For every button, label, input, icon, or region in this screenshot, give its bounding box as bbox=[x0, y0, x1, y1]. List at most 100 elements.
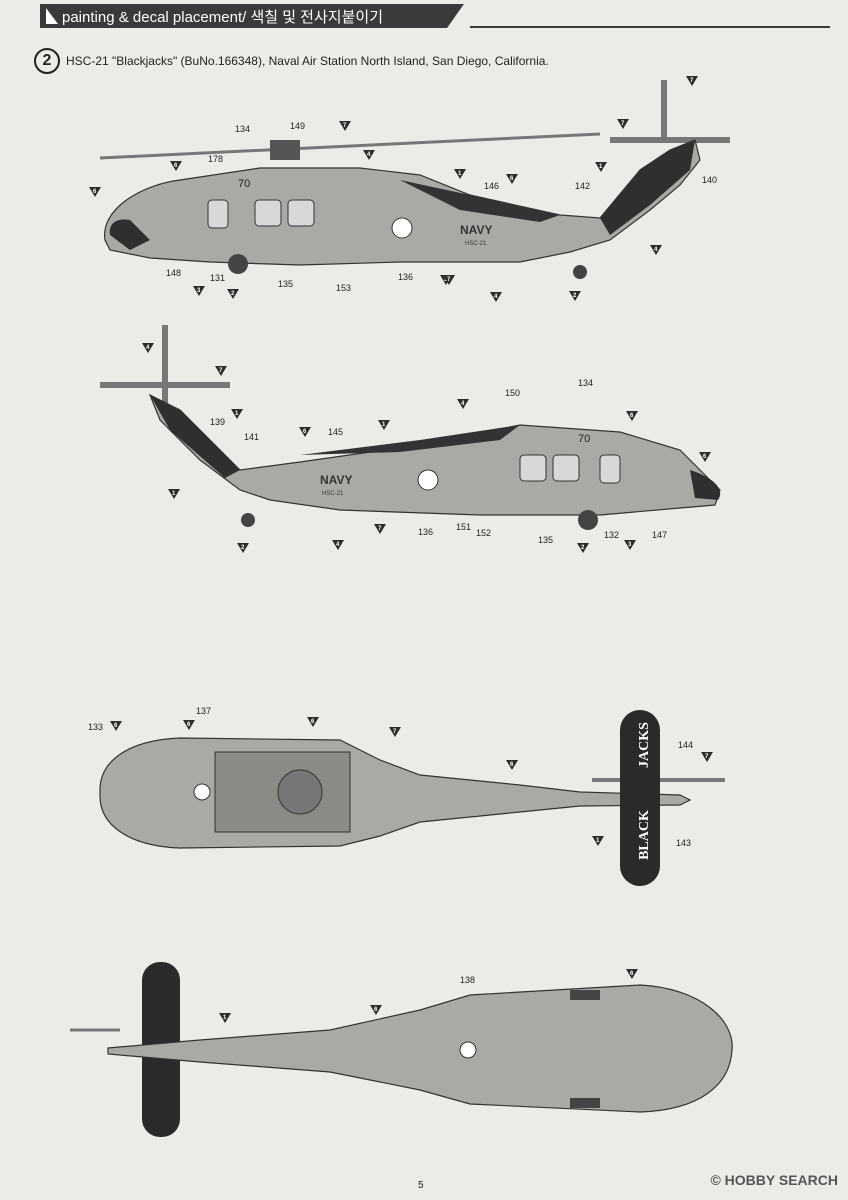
paint-marker: 1 bbox=[219, 1013, 231, 1023]
svg-text:7: 7 bbox=[343, 123, 347, 129]
national-insignia bbox=[417, 469, 439, 491]
svg-text:7: 7 bbox=[705, 754, 709, 760]
main-rotor-blade bbox=[99, 132, 601, 160]
paint-marker: 6 bbox=[307, 717, 319, 727]
paint-marker: 7 bbox=[701, 752, 713, 762]
national-insignia bbox=[391, 217, 413, 239]
decal-number: 142 bbox=[575, 181, 590, 191]
rotor-hub-top bbox=[277, 769, 323, 815]
paint-marker: 6 bbox=[89, 187, 101, 197]
navy-text: NAVY bbox=[460, 223, 492, 237]
svg-text:2: 2 bbox=[581, 545, 585, 551]
modex-text: 70 bbox=[238, 178, 250, 190]
right-profile-view: NAVY HSC-21 70 150 134 139 141 145 136 1… bbox=[100, 325, 721, 553]
svg-text:1: 1 bbox=[223, 1015, 227, 1021]
paint-marker: 7 bbox=[617, 119, 629, 129]
svg-text:1: 1 bbox=[599, 164, 603, 170]
paint-marker: 6 bbox=[299, 427, 311, 437]
paint-marker: 2 bbox=[237, 543, 249, 553]
svg-text:6: 6 bbox=[703, 454, 707, 460]
decal-number: 150 bbox=[505, 388, 520, 398]
svg-text:6: 6 bbox=[630, 413, 634, 419]
paint-marker: 1 bbox=[168, 489, 180, 499]
decal-number: 131 bbox=[210, 273, 225, 283]
paint-marker: 4 bbox=[142, 343, 154, 353]
svg-text:1: 1 bbox=[172, 491, 176, 497]
decal-number: 149 bbox=[290, 121, 305, 131]
tail-fin-dark bbox=[600, 140, 695, 235]
decal-number: 136 bbox=[398, 272, 413, 282]
paint-marker: 6 bbox=[183, 720, 195, 730]
paint-marker: 4 bbox=[457, 399, 469, 409]
step-caption: HSC-21 "Blackjacks" (BuNo.166348), Naval… bbox=[66, 54, 549, 68]
section-header: painting & decal placement/ 색칠 및 전사지붙이기 bbox=[40, 4, 472, 28]
decal-number: 151 bbox=[456, 522, 471, 532]
decal-number: 144 bbox=[678, 740, 693, 750]
decal-number: 135 bbox=[538, 535, 553, 545]
svg-text:6: 6 bbox=[174, 163, 178, 169]
stabilator bbox=[620, 710, 660, 886]
paint-marker: 6 bbox=[110, 721, 122, 731]
nose-radome bbox=[109, 219, 150, 250]
paint-marker: 1 bbox=[592, 836, 604, 846]
decal-number: 138 bbox=[460, 975, 475, 985]
fuselage-bottom bbox=[107, 984, 733, 1113]
paint-marker: 6 bbox=[506, 760, 518, 770]
decal-number: 139 bbox=[210, 417, 225, 427]
paint-marker: 3 bbox=[193, 286, 205, 296]
page-number: 5 bbox=[418, 1180, 424, 1191]
svg-text:2: 2 bbox=[573, 293, 577, 299]
svg-text:6: 6 bbox=[187, 722, 191, 728]
paint-marker: 4 bbox=[363, 150, 375, 160]
section-title: painting & decal placement/ 색칠 및 전사지붙이기 bbox=[62, 9, 383, 26]
svg-text:7: 7 bbox=[378, 526, 382, 532]
svg-text:6: 6 bbox=[510, 176, 514, 182]
svg-text:7: 7 bbox=[219, 368, 223, 374]
decal-number: 132 bbox=[604, 530, 619, 540]
decal-number: 152 bbox=[476, 528, 491, 538]
paint-marker: 6 bbox=[370, 1005, 382, 1015]
decal-number: 140 bbox=[702, 175, 717, 185]
step-number-badge: 2 bbox=[34, 48, 60, 74]
decal-number: 143 bbox=[676, 838, 691, 848]
window-1 bbox=[207, 199, 229, 229]
svg-text:3: 3 bbox=[197, 288, 201, 294]
main-wheel bbox=[578, 510, 598, 530]
svg-text:4: 4 bbox=[654, 247, 658, 253]
decal-number: 178 bbox=[208, 154, 223, 164]
svg-text:4: 4 bbox=[336, 542, 340, 548]
svg-text:2: 2 bbox=[241, 545, 245, 551]
paint-marker: 6 bbox=[626, 969, 638, 979]
main-gear-right bbox=[570, 1098, 600, 1108]
svg-text:4: 4 bbox=[367, 152, 371, 158]
window-2 bbox=[254, 199, 282, 227]
dorsal-dark-stripe bbox=[300, 425, 520, 455]
svg-text:6: 6 bbox=[374, 1007, 378, 1013]
svg-text:6: 6 bbox=[303, 429, 307, 435]
window-3 bbox=[599, 454, 621, 484]
svg-text:4: 4 bbox=[146, 345, 150, 351]
paint-marker: 1 bbox=[378, 420, 390, 430]
national-insignia bbox=[459, 1041, 477, 1059]
paint-marker: 2 bbox=[577, 543, 589, 553]
paint-marker: 6 bbox=[170, 161, 182, 171]
svg-text:1: 1 bbox=[458, 171, 462, 177]
nose-radome bbox=[690, 470, 721, 500]
decal-number: 134 bbox=[235, 124, 250, 134]
svg-text:6: 6 bbox=[510, 762, 514, 768]
decal-number: 135 bbox=[278, 279, 293, 289]
window-3 bbox=[287, 199, 315, 227]
top-view: JACKS BLACK 133 137 144 143 6 6 6 7 6 7 … bbox=[88, 706, 725, 886]
paint-marker: 4 bbox=[490, 292, 502, 302]
modex-text: 70 bbox=[578, 433, 590, 445]
decal-number: 145 bbox=[328, 427, 343, 437]
triangle-icon bbox=[46, 8, 58, 24]
main-wheel bbox=[228, 254, 248, 274]
paint-marker: 6 bbox=[699, 452, 711, 462]
svg-text:1: 1 bbox=[382, 422, 386, 428]
paint-marker: 3 bbox=[624, 540, 636, 550]
rotor-head bbox=[270, 140, 300, 160]
header-bar bbox=[40, 4, 464, 28]
navy-text: NAVY bbox=[320, 473, 352, 487]
svg-text:7: 7 bbox=[447, 277, 451, 283]
